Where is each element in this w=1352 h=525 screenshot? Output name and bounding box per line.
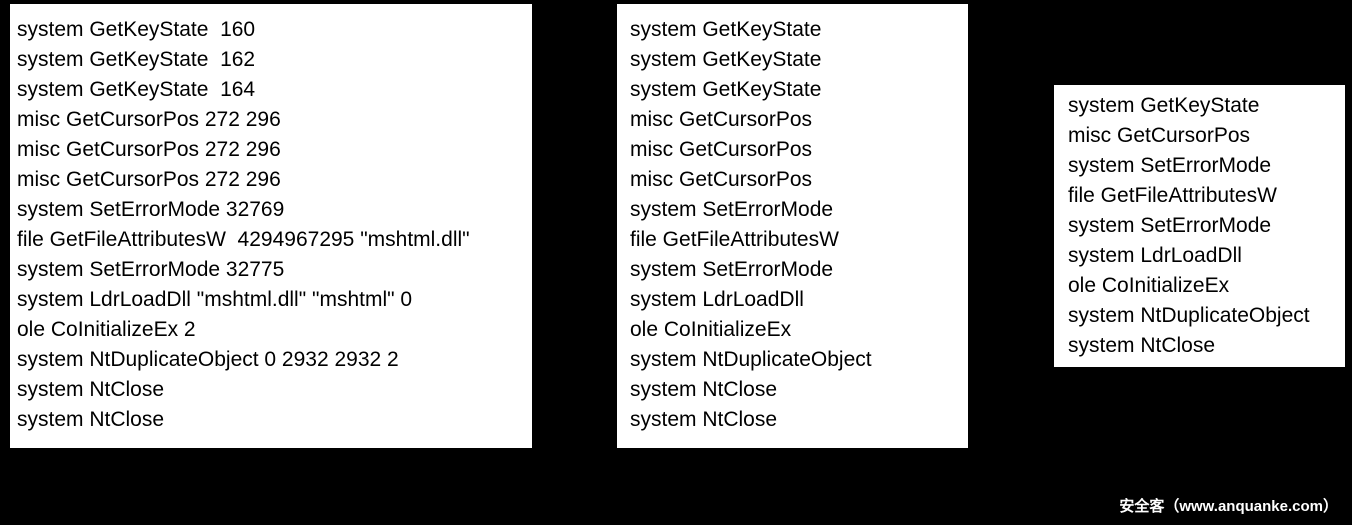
api-call-line: system NtClose [630,408,778,431]
api-call-line: file GetFileAttributesW 4294967295 "msht… [17,228,470,251]
api-call-line: system NtDuplicateObject [630,348,872,371]
api-call-line: system SetErrorMode [1068,214,1272,237]
api-call-line: system GetKeyState [630,78,822,101]
api-call-line: system NtClose [1068,334,1216,357]
api-call-line: misc GetCursorPos [630,108,813,131]
api-call-line: system NtDuplicateObject 0 2932 2932 2 [17,348,399,371]
api-call-line: ole CoInitializeEx [630,318,792,341]
api-call-line: file GetFileAttributesW [1068,184,1277,207]
api-call-line: system SetErrorMode 32769 [17,198,285,221]
api-call-line: misc GetCursorPos [630,138,813,161]
api-call-line: system SetErrorMode [630,198,834,221]
api-call-line: system GetKeyState 162 [17,48,256,71]
api-call-line: misc GetCursorPos [630,168,813,191]
api-call-line: system GetKeyState 160 [17,18,256,41]
api-call-line: system GetKeyState [630,48,822,71]
api-call-line: system GetKeyState [1068,94,1260,117]
api-call-line: system SetErrorMode [630,258,834,281]
api-call-line: ole CoInitializeEx 2 [17,318,196,341]
api-call-line: system SetErrorMode 32775 [17,258,285,281]
api-call-line: system LdrLoadDll [1068,244,1242,267]
anquanke-watermark: 安全客（www.anquanke.com） [1119,498,1338,515]
api-call-line: misc GetCursorPos 272 296 [17,138,281,161]
api-trace-panel-args-removed: system GetKeyState system GetKeyState syst… [617,4,968,448]
api-call-line: file GetFileAttributesW [630,228,839,251]
api-call-line: system SetErrorMode [1068,154,1272,177]
api-call-line: system NtDuplicateObject [1068,304,1310,327]
api-call-line: system NtClose [17,378,165,401]
api-call-line: misc GetCursorPos 272 296 [17,168,281,191]
api-call-line: system LdrLoadDll "mshtml.dll" "mshtml" … [17,288,413,311]
api-call-line: system NtClose [630,378,778,401]
api-trace-panel-deduplicated: system GetKeyState misc GetCursorPos syste… [1054,85,1345,367]
api-call-line: system LdrLoadDll [630,288,804,311]
api-trace-panel-raw: system GetKeyState 160 system GetKeyState… [10,4,532,448]
api-call-line: misc GetCursorPos 272 296 [17,108,281,131]
api-call-line: misc GetCursorPos [1068,124,1251,147]
api-call-line: system GetKeyState 164 [17,78,256,101]
api-call-line: system GetKeyState [630,18,822,41]
api-call-line: ole CoInitializeEx [1068,274,1230,297]
api-call-line: system NtClose [17,408,165,431]
